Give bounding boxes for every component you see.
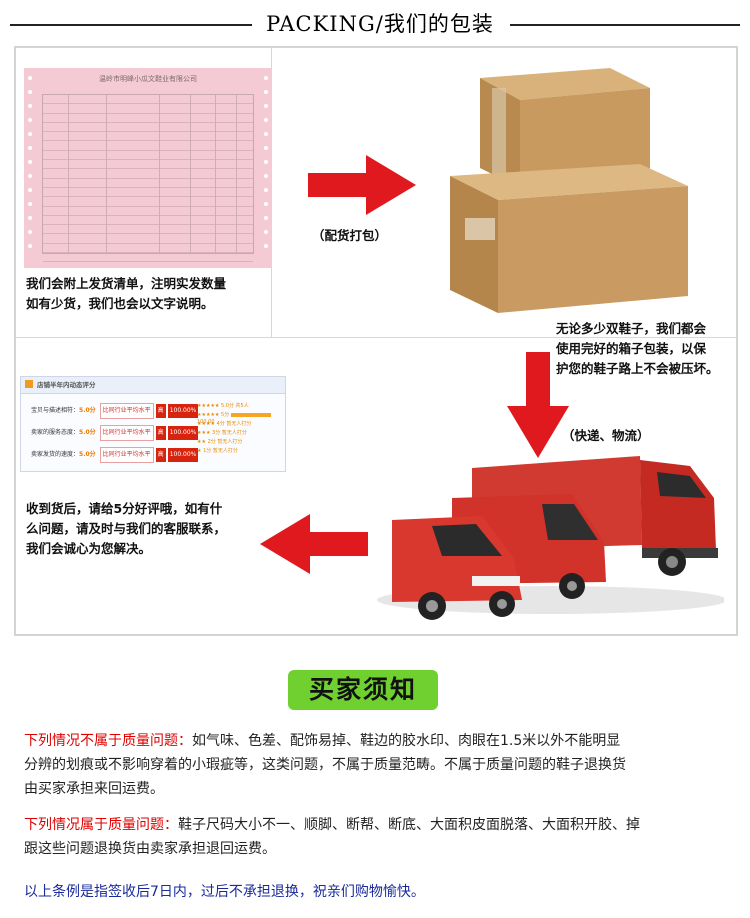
rating-pct: 100.00% <box>167 426 199 440</box>
box-caption-line: 无论多少双鞋子，我们都会 <box>556 321 707 336</box>
invoice-caption-line: 我们会附上发货清单，注明实发数量 <box>26 276 227 291</box>
invoice-title: 温岭市明峰小瓜文鞋业有限公司 <box>99 75 197 83</box>
notice-paragraph-not-quality: 下列情况不属于质量问题：如气味、色差、配饰易掉、鞋边的胶水印、肉眼在1.5米以外… <box>24 729 734 801</box>
page-title: PACKING/我们的包装 <box>266 12 494 36</box>
box-caption-line: 护您的鞋子路上不会被压坏。 <box>556 361 719 376</box>
invoice-caption: 我们会附上发货清单，注明实发数量 如有少货，我们也会以文字说明。 <box>26 274 226 314</box>
perforation-left <box>28 76 32 268</box>
notice-text: 跟这些问题退换货由卖家承担退回运费。 <box>24 841 276 857</box>
rating-pct: 100.00% <box>167 404 199 418</box>
arrow-down-icon <box>507 352 569 458</box>
delivery-trucks-icon <box>377 456 724 620</box>
star-row: ★★ 2分 暂无人打分 <box>197 439 243 445</box>
rating-compare: 比同行业平均水平 <box>99 425 154 441</box>
cardboard-boxes-icon <box>450 68 688 313</box>
star-row: ★★★ 3分 暂无人打分 <box>197 430 247 436</box>
rating-pct: 100.00% <box>167 448 199 462</box>
rating-label: 卖家发货的速度： <box>31 451 80 458</box>
rating-score: 5.0分 <box>79 407 96 414</box>
notice-lead-not-quality: 下列情况不属于质量问题： <box>24 733 192 749</box>
header-rule-left <box>10 24 252 26</box>
shipping-label: （快递、物流） <box>562 428 650 443</box>
arrow-left-icon <box>260 514 368 574</box>
rating-compare: 比同行业平均水平 <box>99 447 154 463</box>
rating-widget-title: 店铺半年内动态评分 <box>37 381 96 389</box>
notice-text: 鞋子尺码大小不一、顺脚、断帮、断底、大面积皮面脱落、大面积开胶、掉 <box>178 817 640 833</box>
star-row: ★★★★ 4分 暂无人打分 <box>197 421 252 427</box>
notice-text: 分辨的划痕或不影响穿着的小瑕疵等，这类问题，不属于质量范畴。不属于质量问题的鞋子… <box>24 757 626 773</box>
review-caption-line: 么问题，请及时与我们的客服联系， <box>26 521 227 536</box>
box-caption-line: 使用完好的箱子包装，以保 <box>556 341 707 356</box>
invoice-table <box>42 94 254 263</box>
rating-widget-header: 店铺半年内动态评分 <box>21 377 285 394</box>
rating-score: 5.0分 <box>79 429 96 436</box>
review-caption-line: 收到货后，请给5分好评哦，如有什 <box>26 501 223 516</box>
rating-compare: 比同行业平均水平 <box>99 403 154 419</box>
rating-badge: 高 <box>155 426 166 440</box>
box-caption: 无论多少双鞋子，我们都会 使用完好的箱子包装，以保 护您的鞋子路上不会被压坏。 <box>556 319 719 379</box>
star-distribution: ★★★★★ 5.0分 共5人 ★★★★★ 5分 100.00 ★★★★ 4分 暂… <box>197 403 279 457</box>
invoice-caption-line: 如有少货，我们也会以文字说明。 <box>26 296 214 311</box>
notice-text: 如气味、色差、配饰易掉、鞋边的胶水印、肉眼在1.5米以外不能明显 <box>192 733 621 749</box>
rating-label: 卖家的服务态度： <box>31 429 80 436</box>
perforation-right <box>264 76 268 268</box>
notice-text: 由买家承担来回运费。 <box>24 781 164 797</box>
rating-badge: 高 <box>155 448 166 462</box>
packing-label: （配货打包） <box>312 228 388 243</box>
review-caption-line: 我们会诚心为您解决。 <box>26 541 152 556</box>
invoice-image: 温岭市明峰小瓜文鞋业有限公司 <box>24 68 272 268</box>
rating-score: 5.0分 <box>79 451 96 458</box>
notice-lead-quality: 下列情况属于质量问题： <box>24 817 178 833</box>
review-caption: 收到货后，请给5分好评哦，如有什 么问题，请及时与我们的客服联系， 我们会诚心为… <box>26 499 226 559</box>
star-row: ★★★★★ 5分 100.00 <box>197 412 279 425</box>
star-summary: ★★★★★ 5.0分 共5人 <box>197 403 249 409</box>
panel-divider-horizontal <box>16 337 736 338</box>
notice-closing: 以上条例是指签收后7日内，过后不承担退换，祝亲们购物愉快。 <box>24 884 425 900</box>
notice-paragraph-quality: 下列情况属于质量问题：鞋子尺码大小不一、顺脚、断帮、断底、大面积皮面脱落、大面积… <box>24 813 734 861</box>
rating-label: 宝贝与描述相符： <box>31 407 80 414</box>
buyer-notice-title: 买家须知 <box>288 670 438 710</box>
star-row: ★ 1分 暂无人打分 <box>197 448 238 454</box>
header-rule-right <box>510 24 740 26</box>
rating-badge: 高 <box>155 404 166 418</box>
arrow-right-icon <box>308 155 416 215</box>
